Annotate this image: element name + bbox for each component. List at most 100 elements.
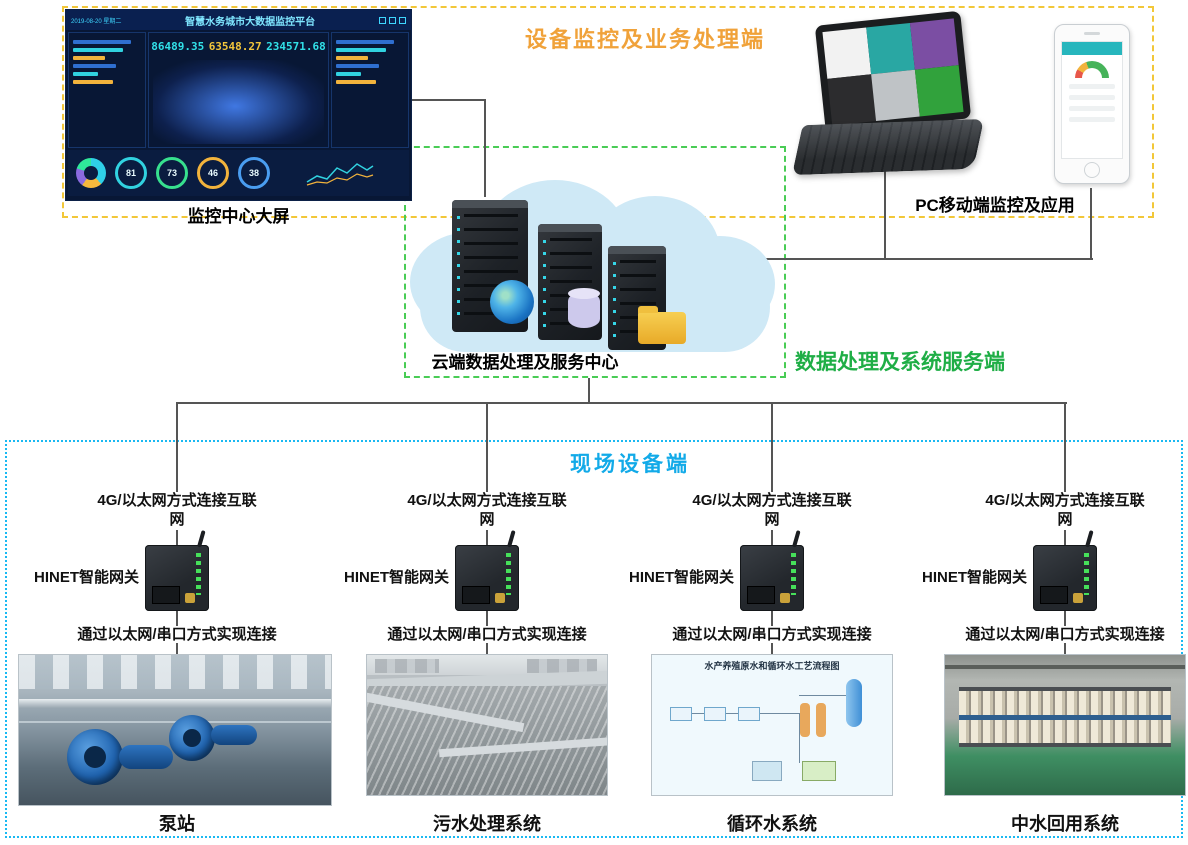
dashboard-world-map: [153, 60, 324, 144]
antenna: [792, 530, 801, 548]
gateway-port-panel: [152, 586, 180, 604]
diagram-process-box: [670, 707, 692, 721]
phone-list-row: [1069, 84, 1115, 89]
diagram-filter-column: [816, 703, 826, 737]
smartphone: [1054, 24, 1130, 184]
downlink-text: 通过以太网/串口方式实现连接: [384, 626, 590, 643]
connector-dashboard-to-cloud-h: [411, 99, 486, 101]
diagram-line: [670, 713, 800, 714]
server-led-strip: [457, 216, 460, 320]
globe-icon: [490, 280, 534, 324]
antenna: [197, 530, 206, 548]
connector-cloud-to-bus: [588, 378, 590, 404]
cloud-server-cluster: [410, 162, 782, 362]
gateway-led-strip: [1084, 553, 1089, 595]
laptop-screen: [814, 10, 972, 134]
pump-volute: [169, 715, 215, 761]
system-name: 污水处理系统: [433, 814, 541, 834]
dashboard-gauge-3: 46: [197, 157, 229, 189]
dashboard-header: 2019-08-20 星期二 智慧水务城市大数据监控平台: [66, 10, 411, 30]
laptop: [791, 10, 985, 186]
dashboard-grid-icon: [388, 16, 396, 24]
pattern-cell: [866, 22, 915, 75]
gateway-label: HINET智能网关: [905, 566, 1027, 587]
cloud-caption: 云端数据处理及服务中心: [431, 353, 619, 372]
diagram-process-box: [738, 707, 760, 721]
phone-screen: [1061, 41, 1123, 159]
system-name: 中水回用系统: [1011, 814, 1119, 834]
diagram-pond: [802, 761, 836, 781]
connector-col3-v: [771, 402, 773, 545]
uplink-label: 4G/以太网方式连接互联网: [979, 492, 1151, 530]
connector-col1-v: [176, 402, 178, 545]
phone-list-row: [1069, 106, 1115, 111]
diagram-line: [799, 695, 847, 696]
dashboard-right-panel: [331, 32, 409, 148]
dashboard-title: 智慧水务城市大数据监控平台: [185, 16, 316, 28]
dashboard-gauge-1: 81: [115, 157, 147, 189]
hinet-gateway-device: [145, 530, 209, 611]
kpi-value-3: 234571.68: [266, 39, 326, 53]
gateway-led-strip: [196, 553, 201, 595]
server-led-strip: [543, 240, 546, 328]
diagram-line: [799, 713, 800, 763]
gateway-port-panel: [462, 586, 490, 604]
dashboard-settings-icon: [398, 16, 406, 24]
diagram-process-box: [704, 707, 726, 721]
dashboard-line-chart: [306, 163, 374, 186]
mini-bar: [336, 40, 394, 44]
folder-icon: [638, 306, 686, 344]
field-column-circulating-water: 4G/以太网方式连接互联网 HINET智能网关 通过以太网/串口方式实现连接 水…: [612, 470, 932, 842]
system-name: 循环水系统: [727, 814, 817, 834]
dashboard-donut-chart: [76, 158, 106, 188]
gateway-label: HINET智能网关: [17, 566, 139, 587]
monitoring-dashboard-screen: 2019-08-20 星期二 智慧水务城市大数据监控平台 86489.35 6: [66, 10, 411, 200]
photo-circulating-water-diagram: 水产养殖原水和循环水工艺流程图: [652, 655, 892, 795]
gateway-antenna-port: [1073, 593, 1083, 603]
gateway-label: HINET智能网关: [612, 566, 734, 587]
connector-bus-h: [176, 402, 1067, 404]
overhead-pipe: [945, 665, 1185, 669]
dashboard-gauge-4: 38: [238, 157, 270, 189]
photo-pump-station: [19, 655, 331, 805]
mini-bar: [336, 64, 380, 68]
connector-laptop-v: [884, 170, 886, 260]
blue-pipe: [959, 715, 1171, 720]
server-tower: [452, 200, 528, 332]
photo-sewage-treatment: [367, 655, 607, 795]
zone-field-title: 现场设备端: [570, 453, 690, 476]
connector-col4-v: [1064, 402, 1066, 545]
laptop-keyboard-base: [791, 118, 985, 176]
pattern-cell: [909, 18, 959, 70]
photo-reclaimed-water-plant: [945, 655, 1185, 795]
mini-bar: [336, 72, 362, 76]
mini-bar: [336, 80, 376, 84]
connector-phone-v: [1090, 188, 1092, 260]
antenna: [1085, 530, 1094, 548]
downlink-label: 通过以太网/串口方式实现连接: [17, 623, 337, 644]
gauge-value: 38: [248, 168, 259, 178]
mini-bar: [73, 48, 124, 52]
server-tower: [608, 246, 666, 350]
dashboard-kpis: 86489.35 63548.27 234571.68: [149, 33, 328, 59]
mini-bar: [73, 56, 106, 60]
hinet-gateway-device: [740, 530, 804, 611]
connector-pc-to-cloud-h: [764, 258, 1093, 260]
system-name: 泵站: [159, 814, 195, 834]
diagram-pond: [752, 761, 782, 781]
phone-gauge-chart: [1075, 61, 1109, 79]
mini-bar: [73, 64, 117, 68]
phone-speaker: [1084, 32, 1100, 35]
gateway-antenna-port: [185, 593, 195, 603]
downlink-text: 通过以太网/串口方式实现连接: [962, 626, 1168, 643]
phone-list-row: [1069, 117, 1115, 122]
pump-motor: [211, 725, 257, 745]
gateway-led-strip: [506, 553, 511, 595]
dashboard-gauge-2: 73: [156, 157, 188, 189]
pattern-cell: [871, 69, 920, 122]
dashboard-bottom-strip: 81 73 46 38: [68, 150, 409, 196]
hinet-gateway-device: [455, 530, 519, 611]
mini-bar: [336, 48, 387, 52]
downlink-text: 通过以太网/串口方式实现连接: [669, 626, 875, 643]
dashboard-caption: 监控中心大屏: [187, 207, 290, 226]
